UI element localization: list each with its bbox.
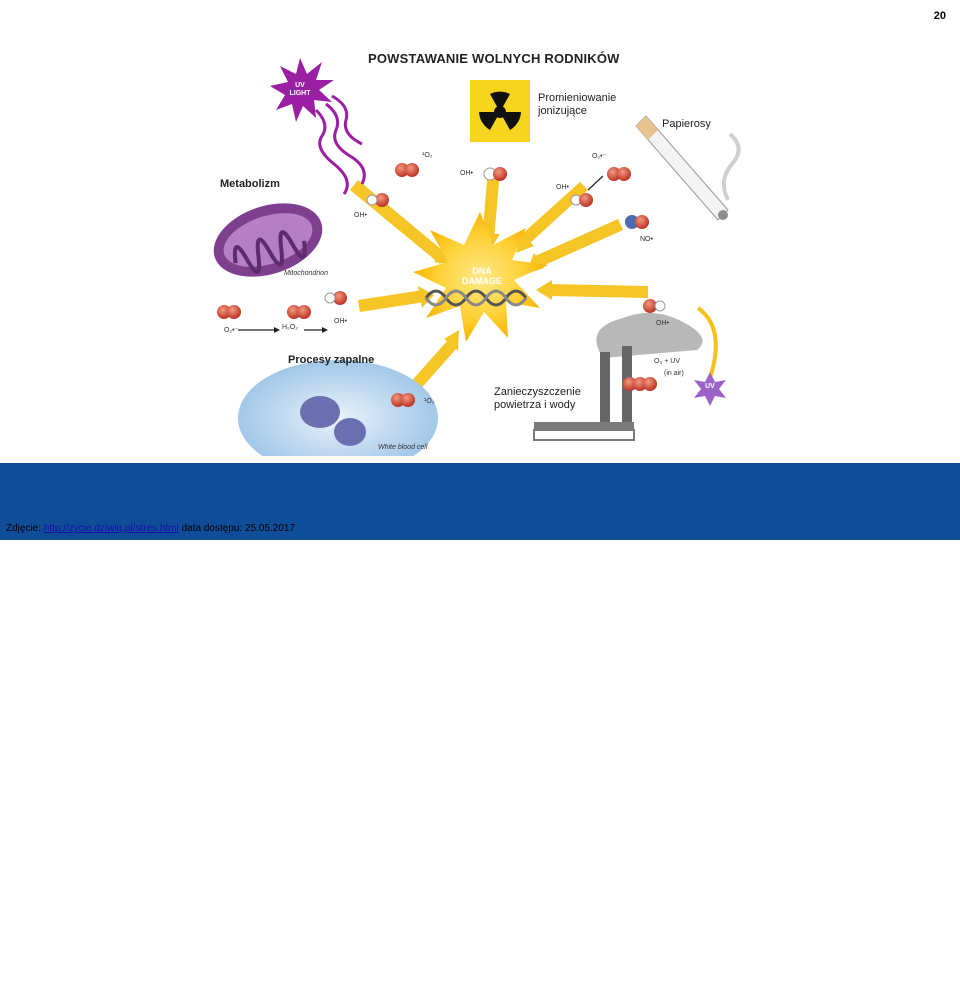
white-blood-cell-icon — [238, 360, 438, 476]
chem-no: NO• — [640, 236, 653, 243]
chem-o2-right: O₂•⁻ — [592, 153, 607, 160]
adamed-logo-icon — [880, 941, 902, 965]
image-source: Zdjęcie: http://zycie.dziwiq.pl/stres.ht… — [6, 523, 295, 534]
chem-in-air: (in air) — [664, 370, 684, 377]
uv-light-label: UV LIGHT — [282, 82, 318, 98]
metabolism-label: Metabolizm — [220, 178, 280, 190]
cigarette-icon — [635, 115, 741, 221]
inflammation-label: Procesy zapalne — [288, 354, 375, 366]
chem-o2-singlet-top: ¹O₂ — [422, 152, 433, 159]
pollution-label: Zanieczyszczenie powietrza i wody — [494, 386, 581, 411]
mitochondrion-label: Mitochondrion — [284, 270, 328, 277]
figure-graphics — [213, 58, 741, 476]
dna-damage-label: DNA DAMAGE — [454, 266, 510, 286]
chem-o2-mid: O₂•⁻ — [224, 327, 239, 334]
radiation-icon — [470, 80, 530, 142]
free-radicals-figure: POWSTAWANIE WOLNYCH RODNIKÓW UV LIGHT DN… — [208, 40, 752, 476]
chem-o3-uv: O₃ + UV — [654, 358, 680, 365]
molecules — [217, 163, 666, 407]
radiation-label: Promieniowanie jonizujące — [538, 92, 617, 117]
figure-title: POWSTAWANIE WOLNYCH RODNIKÓW — [368, 51, 620, 66]
dna-damage-line2: DAMAGE — [462, 276, 502, 286]
uv-light-star — [270, 58, 366, 195]
chem-oh-mid: OH• — [334, 318, 347, 325]
factory-icon — [533, 306, 726, 441]
chem-oh-top: OH• — [460, 170, 473, 177]
source-link[interactable]: http://zycie.dziwiq.pl/stres.html — [43, 523, 179, 534]
adamed-logo: ADAMED GRUPA — [846, 941, 936, 994]
chem-oh-left: OH• — [354, 212, 367, 219]
chem-h2o2: H₂O₂ — [282, 324, 298, 331]
uv-light-line1: UV — [295, 82, 305, 89]
dna-damage-burst — [413, 212, 548, 342]
chem-oh-right: OH• — [556, 184, 569, 191]
chem-oh-pollution: OH• — [656, 320, 669, 327]
source-suffix: data dostępu: 25.05.2017 — [178, 523, 296, 534]
cigarettes-label: Papierosy — [662, 118, 711, 130]
source-prefix: Zdjęcie: — [6, 523, 44, 534]
uv-light-line2: LIGHT — [289, 90, 311, 97]
dna-damage-line1: DNA — [472, 266, 492, 276]
chem-o2-singlet-bottom: ¹O₂ — [424, 398, 435, 405]
mitochondrion-icon — [213, 203, 323, 277]
slide-number: 20 — [933, 10, 946, 22]
white-blood-cell-label: White blood cell — [378, 444, 428, 451]
uv-small-label: UV — [705, 383, 715, 390]
